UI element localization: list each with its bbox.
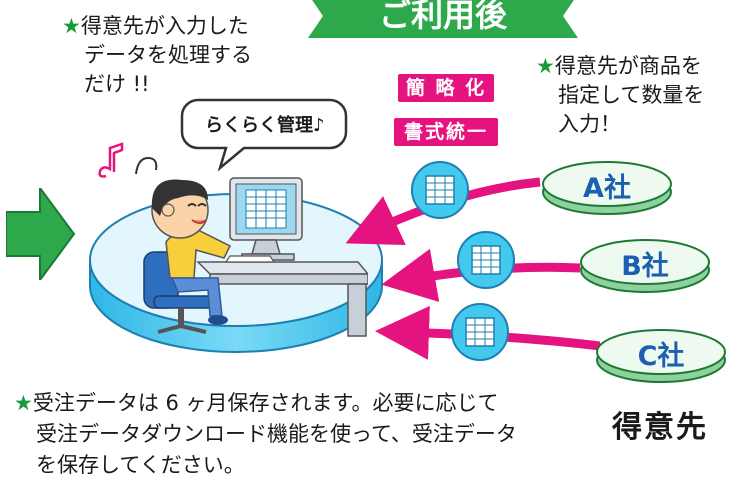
spreadsheet-icon (457, 231, 515, 289)
spreadsheet-icon (411, 161, 469, 219)
speech-bubble-text: らくらく管理♪ (205, 115, 325, 136)
banner-title: ご利用後 (378, 0, 507, 34)
star-icon: ★ (536, 54, 555, 78)
company-a-label: A社 (583, 173, 631, 204)
person-at-computer (143, 177, 368, 337)
customers-label: 得意先 (612, 410, 708, 445)
tag-unify-format: 書式統一 (394, 118, 498, 146)
bottom-note-line-3: を保存してください。 (36, 453, 245, 477)
bottom-note-line-1: 受注データは 6 ヶ月保存されます。必要に応じて (32, 391, 499, 415)
star-icon: ★ (14, 391, 33, 415)
note-left-line-2: データを処理する (84, 43, 252, 67)
flow-arrow-icon (6, 188, 76, 280)
note-right-line-1: 得意先が商品を (554, 54, 702, 78)
arrow-from-company-c (375, 305, 600, 360)
tag-simplify: 簡 略 化 (398, 74, 494, 102)
company-b-label: B社 (621, 251, 669, 282)
note-right-line-2: 指定して数量を (558, 83, 705, 107)
star-icon: ★ (62, 14, 81, 38)
company-disk-b (580, 239, 710, 293)
bottom-note-line-2: 受注データダウンロード機能を使って、受注データ (36, 422, 517, 446)
company-disk-c (596, 329, 726, 383)
company-disk-a (542, 161, 672, 215)
title-banner: ご利用後 (308, 0, 578, 38)
note-right-line-3: 入力！ (558, 112, 621, 136)
note-left-line-3: だけ !! (84, 72, 150, 96)
note-left-line-1: 得意先が入力した (80, 14, 249, 38)
speech-bubble (180, 98, 348, 172)
company-c-label: C社 (637, 341, 685, 372)
note-left: ★得意先が入力した データを処理する だけ !! (62, 12, 252, 99)
bottom-note: ★受注データは 6 ヶ月保存されます。必要に応じて 受注データダウンロード機能を… (14, 388, 517, 481)
banner-shape (308, 0, 578, 38)
music-note-icon (98, 142, 158, 178)
spreadsheet-icon (451, 303, 509, 361)
note-right: ★得意先が商品を 指定して数量を 入力！ (536, 52, 704, 139)
desk (196, 261, 368, 275)
